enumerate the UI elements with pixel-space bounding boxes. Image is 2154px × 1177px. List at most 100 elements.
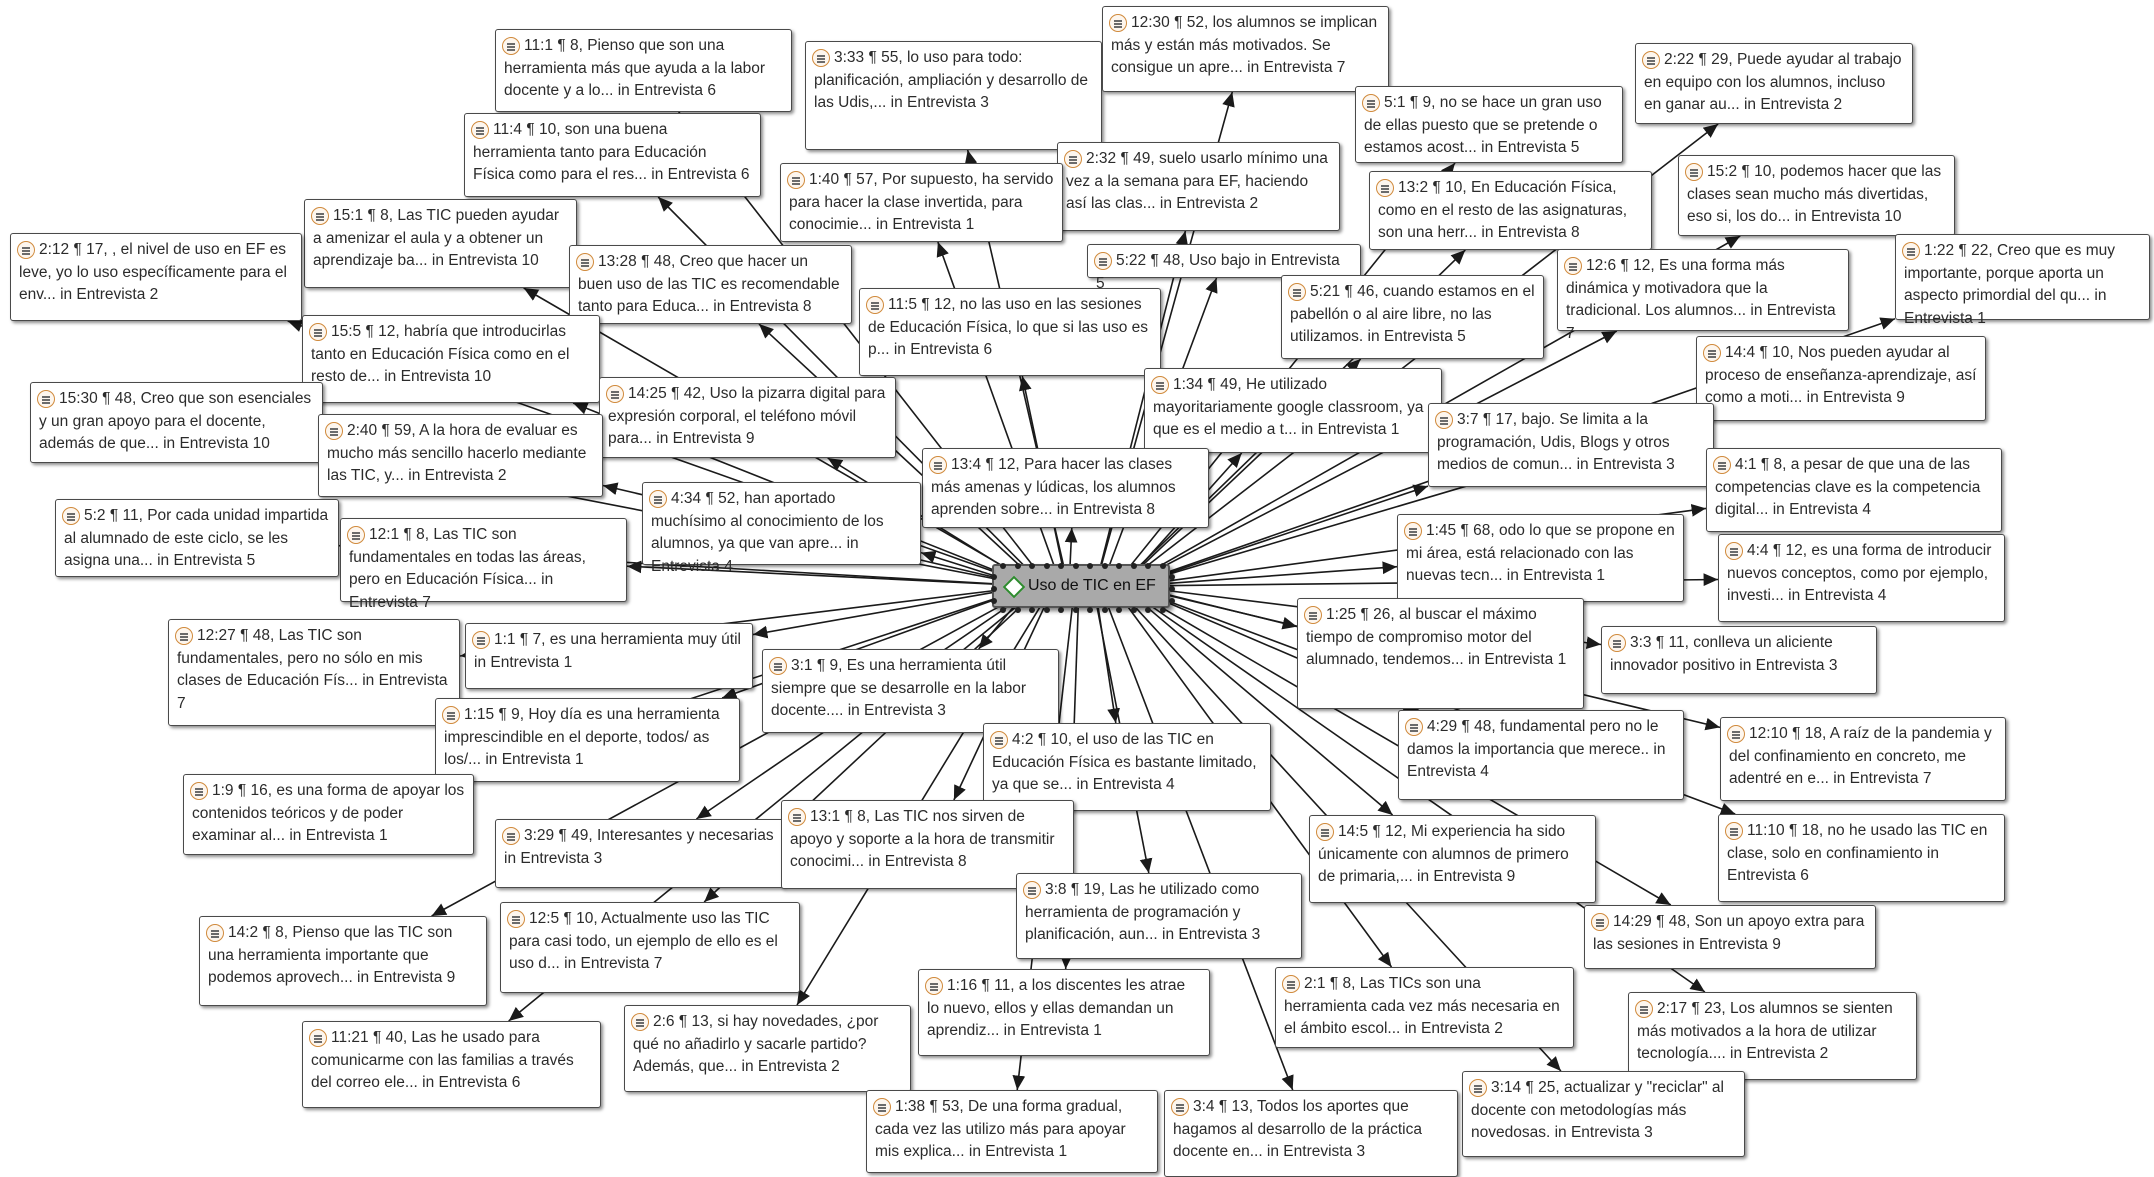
quotation-node[interactable]: 1:45 ¶ 68, odo lo que se propone en mi á… xyxy=(1397,514,1684,602)
quotation-icon xyxy=(1591,913,1609,931)
quotation-text: 1:16 ¶ 11, a los discentes les atrae lo … xyxy=(927,977,1186,1039)
quotation-node[interactable]: 2:1 ¶ 8, Las TICs son una herramienta ca… xyxy=(1275,967,1574,1048)
quotation-icon xyxy=(990,731,1008,749)
quotation-node[interactable]: 1:40 ¶ 57, Por supuesto, ha servido para… xyxy=(780,163,1063,242)
quotation-node[interactable]: 1:22 ¶ 22, Creo que es muy importante, p… xyxy=(1895,234,2150,327)
quotation-node[interactable]: 11:10 ¶ 18, no he usado las TIC en clase… xyxy=(1718,814,2005,902)
quotation-node[interactable]: 11:21 ¶ 40, Las he usado para comunicarm… xyxy=(302,1021,601,1108)
quotation-node[interactable]: 5:21 ¶ 46, cuando estamos en el pabellón… xyxy=(1281,275,1544,359)
connection-dot xyxy=(1058,607,1064,613)
quotation-node[interactable]: 4:1 ¶ 8, a pesar de que una de las compe… xyxy=(1706,448,2002,532)
quotation-text: 5:1 ¶ 9, no se hace un gran uso de ellas… xyxy=(1364,94,1602,156)
quotation-icon xyxy=(1023,881,1041,899)
quotation-node[interactable]: 13:28 ¶ 48, Creo que hacer un buen uso d… xyxy=(569,245,852,324)
quotation-node[interactable]: 1:9 ¶ 16, es una forma de apoyar los con… xyxy=(183,774,474,855)
quotation-text: 4:1 ¶ 8, a pesar de que una de las compe… xyxy=(1715,456,1981,518)
quotation-text: 11:21 ¶ 40, Las he usado para comunicarm… xyxy=(311,1029,574,1091)
quotation-text: 3:3 ¶ 11, conlleva un aliciente innovado… xyxy=(1610,634,1838,674)
quotation-icon xyxy=(1094,252,1112,270)
quotation-node[interactable]: 14:2 ¶ 8, Pienso que las TIC son una her… xyxy=(199,916,487,1006)
quotation-node[interactable]: 15:5 ¶ 12, habría que introducirlas tant… xyxy=(302,315,600,403)
quotation-node[interactable]: 15:1 ¶ 8, Las TIC pueden ayudar a ameniz… xyxy=(304,199,577,288)
quotation-node[interactable]: 5:1 ¶ 9, no se hace un gran uso de ellas… xyxy=(1355,86,1623,163)
quotation-node[interactable]: 3:29 ¶ 49, Interesantes y necesarias in … xyxy=(495,819,784,888)
connection-dot xyxy=(991,586,997,592)
quotation-node[interactable]: 2:40 ¶ 59, A la hora de evaluar es mucho… xyxy=(318,414,603,497)
quotation-text: 15:5 ¶ 12, habría que introducirlas tant… xyxy=(311,323,570,385)
quotation-icon xyxy=(1064,150,1082,168)
quotation-node[interactable]: 14:4 ¶ 10, Nos pueden ayudar al proceso … xyxy=(1696,336,1986,421)
quotation-node[interactable]: 12:1 ¶ 8, Las TIC son fundamentales en t… xyxy=(340,518,627,611)
quotation-node[interactable]: 4:34 ¶ 52, han aportado muchísimo al con… xyxy=(642,482,921,575)
quotation-icon xyxy=(1405,718,1423,736)
quotation-node[interactable]: 15:30 ¶ 48, Creo que son esenciales y un… xyxy=(30,382,323,463)
quotation-node[interactable]: 13:2 ¶ 10, En Educación Física, como en … xyxy=(1369,171,1652,250)
connection-dot xyxy=(1072,563,1079,569)
quotation-icon xyxy=(1109,14,1127,32)
connection-dot xyxy=(1159,607,1166,613)
quotation-icon xyxy=(1685,163,1703,181)
quotation-node[interactable]: 1:15 ¶ 9, Hoy día es una herramienta imp… xyxy=(435,698,740,782)
quotation-icon xyxy=(1642,51,1660,69)
quotation-node[interactable]: 13:4 ¶ 12, Para hacer las clases más ame… xyxy=(922,448,1209,528)
quotation-node[interactable]: 2:22 ¶ 29, Puede ayudar al trabajo en eq… xyxy=(1635,43,1913,124)
quotation-node[interactable]: 5:22 ¶ 48, Uso bajo in Entrevista 5 xyxy=(1087,244,1361,292)
quotation-node[interactable]: 4:2 ¶ 10, el uso de las TIC en Educación… xyxy=(983,723,1271,811)
quotation-node[interactable]: 1:25 ¶ 26, al buscar el máximo tiempo de… xyxy=(1297,598,1584,709)
quotation-icon xyxy=(17,241,35,259)
quotation-node[interactable]: 1:16 ¶ 11, a los discentes les atrae lo … xyxy=(918,969,1210,1056)
quotation-node[interactable]: 12:6 ¶ 12, Es una forma más dinámica y m… xyxy=(1557,249,1849,342)
quotation-node[interactable]: 4:29 ¶ 48, fundamental pero no le damos … xyxy=(1398,710,1684,800)
code-node-uso-de-tic-en-ef[interactable]: Uso de TIC en EF xyxy=(991,563,1175,613)
quotation-text: 3:7 ¶ 17, bajo. Se limita a la programac… xyxy=(1437,411,1675,473)
quotation-text: 1:34 ¶ 49, He utilizado mayoritariamente… xyxy=(1153,376,1424,438)
quotation-node[interactable]: 12:27 ¶ 48, Las TIC son fundamentales, p… xyxy=(168,619,460,726)
quotation-text: 2:1 ¶ 8, Las TICs son una herramienta ca… xyxy=(1284,975,1560,1037)
quotation-icon xyxy=(866,296,884,314)
quotation-node[interactable]: 3:4 ¶ 13, Todos los aportes que hagamos … xyxy=(1164,1090,1458,1177)
quotation-node[interactable]: 3:8 ¶ 19, Las he utilizado como herramie… xyxy=(1016,873,1302,959)
quotation-node[interactable]: 1:38 ¶ 53, De una forma gradual, cada ve… xyxy=(866,1090,1158,1173)
quotation-node[interactable]: 11:4 ¶ 10, son una buena herramienta tan… xyxy=(464,113,761,197)
quotation-text: 3:4 ¶ 13, Todos los aportes que hagamos … xyxy=(1173,1098,1422,1160)
quotation-node[interactable]: 11:5 ¶ 12, no las uso en las sesiones de… xyxy=(859,288,1161,376)
quotation-node[interactable]: 2:17 ¶ 23, Los alumnos se sienten más mo… xyxy=(1628,992,1917,1080)
quotation-icon xyxy=(631,1013,649,1031)
quotation-text: 4:34 ¶ 52, han aportado muchísimo al con… xyxy=(651,490,884,575)
quotation-node[interactable]: 12:5 ¶ 10, Actualmente uso las TIC para … xyxy=(500,902,800,993)
quotation-text: 13:28 ¶ 48, Creo que hacer un buen uso d… xyxy=(578,253,840,315)
quotation-node[interactable]: 15:2 ¶ 10, podemos hacer que las clases … xyxy=(1678,155,1955,236)
quotation-text: 12:10 ¶ 18, A raíz de la pandemia y del … xyxy=(1729,725,1992,787)
quotation-node[interactable]: 3:3 ¶ 11, conlleva un aliciente innovado… xyxy=(1601,626,1877,694)
connection-dot xyxy=(1101,563,1108,569)
connection-dot xyxy=(1130,563,1137,569)
quotation-node[interactable]: 14:5 ¶ 12, Mi experiencia ha sido únicam… xyxy=(1309,815,1596,903)
quotation-node[interactable]: 2:12 ¶ 17, , el nivel de uso en EF es le… xyxy=(10,233,302,321)
quotation-node[interactable]: 12:30 ¶ 52, los alumnos se implican más … xyxy=(1102,6,1389,92)
quotation-text: 11:1 ¶ 8, Pienso que son una herramienta… xyxy=(504,37,766,99)
quotation-icon xyxy=(325,422,343,440)
quotation-node[interactable]: 2:6 ¶ 13, si hay novedades, ¿por qué no … xyxy=(624,1005,911,1092)
quotation-icon xyxy=(769,657,787,675)
quotation-text: 12:30 ¶ 52, los alumnos se implican más … xyxy=(1111,14,1378,76)
quotation-node[interactable]: 4:4 ¶ 12, es una forma de introducir nue… xyxy=(1718,534,2005,622)
quotation-node[interactable]: 3:33 ¶ 55, lo uso para todo: planificaci… xyxy=(805,41,1102,150)
quotation-node[interactable]: 12:10 ¶ 18, A raíz de la pandemia y del … xyxy=(1720,717,2006,801)
quotation-icon xyxy=(873,1098,891,1116)
quotation-node[interactable]: 3:7 ¶ 17, bajo. Se limita a la programac… xyxy=(1428,403,1714,487)
quotation-node[interactable]: 3:14 ¶ 25, actualizar y "reciclar" al do… xyxy=(1462,1071,1745,1157)
quotation-icon xyxy=(787,171,805,189)
quotation-node[interactable]: 2:32 ¶ 49, suelo usarlo mínimo una vez a… xyxy=(1057,142,1340,231)
quotation-node[interactable]: 14:29 ¶ 48, Son un apoyo extra para las … xyxy=(1584,905,1876,969)
link-arrow xyxy=(626,560,1012,586)
quotation-node[interactable]: 1:1 ¶ 7, es una herramienta muy útil in … xyxy=(465,623,753,689)
quotation-node[interactable]: 11:1 ¶ 8, Pienso que son una herramienta… xyxy=(495,29,792,112)
connection-dot xyxy=(1014,607,1021,613)
connection-dot xyxy=(1087,563,1093,569)
quotation-node[interactable]: 14:25 ¶ 42, Uso la pizarra digital para … xyxy=(599,377,896,458)
quotation-node[interactable]: 5:2 ¶ 11, Por cada unidad impartida al a… xyxy=(55,499,339,577)
quotation-text: 5:22 ¶ 48, Uso bajo in Entrevista 5 xyxy=(1096,252,1340,292)
quotation-node[interactable]: 3:1 ¶ 9, Es una herramienta útil siempre… xyxy=(762,649,1059,733)
quotation-node[interactable]: 1:34 ¶ 49, He utilizado mayoritariamente… xyxy=(1144,368,1442,453)
link-arrow xyxy=(1148,484,1429,581)
